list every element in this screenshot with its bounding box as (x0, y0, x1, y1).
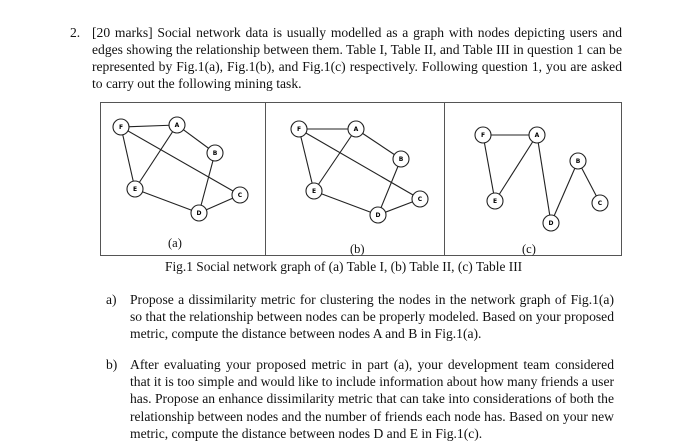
node-d (190, 204, 208, 222)
part-a-text: Propose a dissimilarity metric for clust… (130, 292, 614, 342)
node-e-label: E (133, 186, 137, 193)
node-f (290, 120, 308, 138)
question-number: 2. (70, 25, 81, 40)
node-b (569, 152, 587, 170)
node-f-label: F (481, 132, 485, 139)
node-c (231, 186, 249, 204)
node-b-label: B (399, 156, 404, 163)
node-a-label: A (175, 122, 180, 129)
graph-b: F A B E C D (290, 120, 429, 224)
node-a (168, 116, 186, 134)
part-a: a) Propose a dissimilarity metric for cl… (106, 291, 614, 343)
node-b (206, 144, 224, 162)
node-d-label: D (197, 210, 202, 217)
node-e (126, 180, 144, 198)
node-c-label: C (418, 196, 423, 203)
figure-a-panel: F A B E C D (100, 102, 266, 256)
node-d (369, 206, 387, 224)
node-a-label: A (535, 132, 540, 139)
node-a (528, 126, 546, 144)
figure-b-panel: F A B E C D (265, 102, 445, 256)
graph-a: F A B E C D (112, 116, 249, 222)
node-a (347, 120, 365, 138)
figure-c-label: (c) (522, 242, 536, 256)
question-2: 2. [20 marks] Social network data is usu… (70, 24, 622, 92)
node-b-label: B (213, 150, 218, 157)
node-f (112, 118, 130, 136)
node-b-label: B (576, 158, 581, 165)
figure-b-label: (b) (350, 242, 365, 256)
question-text: [20 marks] Social network data is usuall… (92, 25, 622, 91)
node-c (411, 190, 429, 208)
node-f (474, 126, 492, 144)
node-f-label: F (297, 126, 301, 133)
figure-1: F A B E C D (100, 102, 622, 256)
figure-caption: Fig.1 Social network graph of (a) Table … (165, 259, 523, 274)
part-b: b) After evaluating your proposed metric… (106, 356, 614, 442)
node-e-label: E (493, 198, 497, 205)
node-f-label: F (119, 124, 123, 131)
part-b-label: b) (106, 357, 118, 372)
node-b (392, 150, 410, 168)
node-c (591, 194, 609, 212)
graph-c: F A B E C D (474, 126, 609, 232)
node-e (486, 192, 504, 210)
part-b-text: After evaluating your proposed metric in… (130, 357, 614, 441)
node-c-label: C (598, 200, 603, 207)
figure-a-label: (a) (168, 236, 182, 250)
node-d (542, 214, 560, 232)
node-a-label: A (354, 126, 359, 133)
figure-c-panel: F A B E C D (444, 102, 622, 256)
node-e (305, 182, 323, 200)
node-c-label: C (238, 192, 243, 199)
node-e-label: E (312, 188, 316, 195)
node-d-label: D (376, 212, 381, 219)
node-d-label: D (549, 220, 554, 227)
part-a-label: a) (106, 292, 117, 307)
